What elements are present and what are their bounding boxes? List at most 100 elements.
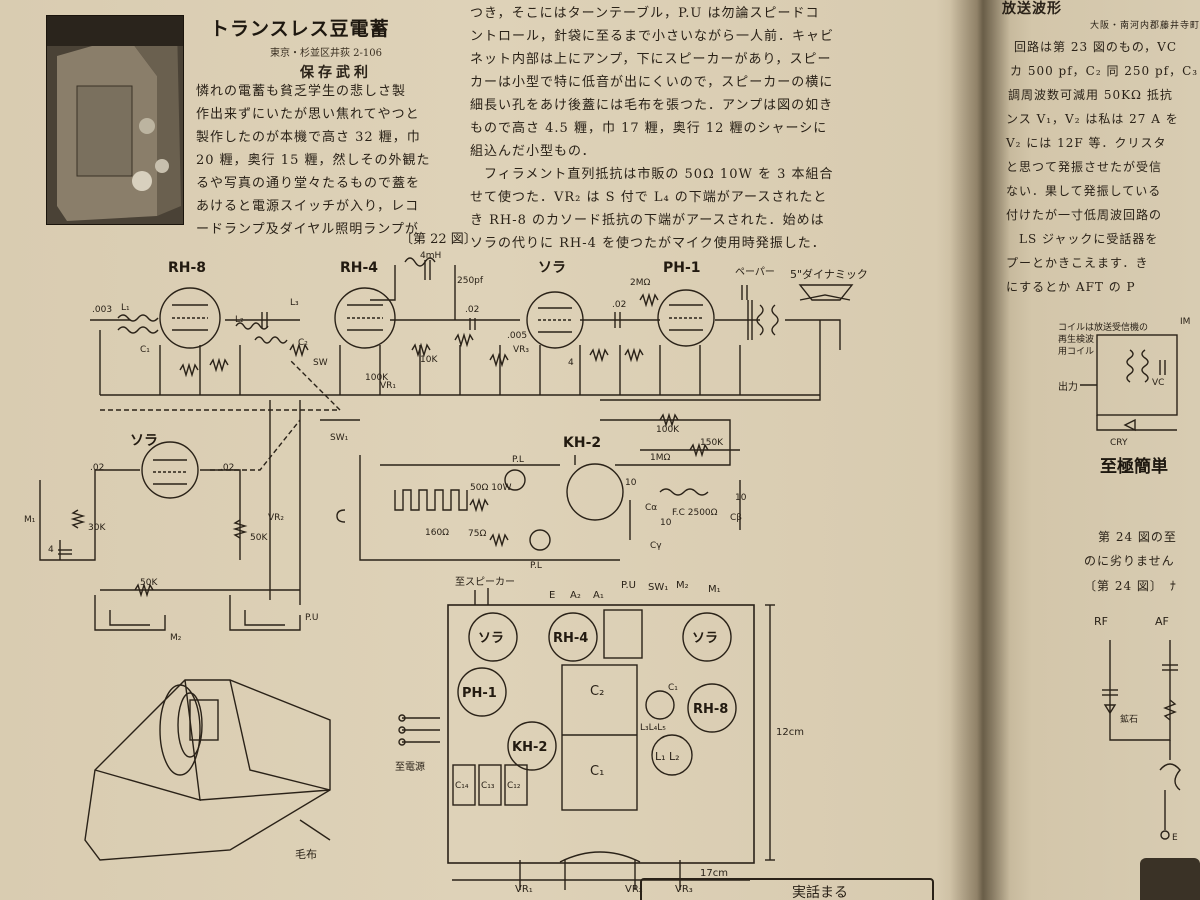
- right-column-line: ネット内部は上にアンプ，下にスピーカーがあり，スピー: [470, 52, 832, 67]
- layout-small-label: C₁: [668, 683, 678, 693]
- layout-height-dim: 12cm: [776, 727, 804, 738]
- right-page-line: LS ジャックに受話器を: [1006, 232, 1159, 246]
- layout-top-label: SW₁: [648, 582, 668, 593]
- right-column-line: ソラの代りに RH-4 を使つたがマイク使用時発振した．: [470, 236, 826, 251]
- coil-note: コイルは放送受信機の: [1058, 321, 1148, 333]
- bottom-banner: 実話まる: [640, 878, 934, 900]
- component-label: SW₁: [330, 433, 349, 443]
- component-label: L₂: [235, 315, 244, 325]
- tube-label: ソラ: [538, 260, 566, 276]
- component-label: 150K: [700, 438, 724, 448]
- component-label: 30K: [88, 523, 106, 533]
- fig24-label: E: [1172, 833, 1178, 843]
- right-page-line: 調周波数可減用 50KΩ 抵抗: [1008, 88, 1173, 102]
- author-name: 保存武利: [300, 65, 372, 81]
- right-page-header: 放送波形: [1002, 1, 1062, 17]
- layout-top-label: M₁: [708, 584, 721, 595]
- component-label: M₂: [170, 633, 182, 643]
- right-page-line: ない．果して発振している: [1006, 184, 1162, 198]
- component-label: Cβ: [730, 513, 742, 523]
- layout-bottom-label: VR₁: [515, 884, 533, 895]
- fig24-label: RF: [1094, 615, 1108, 628]
- coil-note: 用コイル: [1058, 346, 1094, 357]
- fig24-label: AF: [1155, 615, 1169, 628]
- component-label: 100K: [656, 425, 680, 435]
- layout-bottom-label: VR₃: [675, 884, 693, 895]
- component-label: M₁: [24, 515, 36, 525]
- tube-label: PH-1: [663, 260, 701, 276]
- component-label: 50K: [250, 533, 268, 543]
- fig24-label: 鉱石: [1120, 713, 1138, 725]
- component-label: C₁: [140, 345, 150, 355]
- figure-22-label: 〔第 22 図〕: [400, 232, 477, 247]
- component-label: 4: [568, 358, 574, 368]
- component-label: P.L: [530, 561, 542, 571]
- layout-top-label: A₂: [570, 590, 581, 601]
- right-page-subhead: 大阪・南河内郡藤井寺町: [1090, 21, 1200, 31]
- layout-top-label: P.U: [621, 580, 636, 591]
- right-page-line: ンス V₁，V₂ は私は 27 A を: [1006, 112, 1179, 126]
- component-label: F.C 2500Ω: [672, 508, 718, 518]
- layout-tube: ソラ: [478, 631, 504, 646]
- right-page-line2: 第 24 図の至: [1098, 530, 1177, 544]
- right-column-line: つき，そこにはターンテーブル，P.U は勿論スピードコ: [470, 6, 820, 21]
- coil-label: 出力: [1058, 380, 1078, 393]
- layout-top-label: M₂: [676, 580, 689, 591]
- left-column-line: ードランプ及ダイヤル照明ランプが: [196, 222, 419, 237]
- component-label: ペーパー: [735, 266, 775, 278]
- tube-label: ソラ: [130, 433, 158, 449]
- left-column-line: 憐れの電蓄も貧乏学生の悲しさ製: [196, 84, 407, 99]
- layout-box: C₂: [590, 684, 604, 699]
- component-label: .02: [220, 463, 234, 473]
- layout-small-label: C₁₃: [481, 781, 495, 791]
- left-column-line: 20 糎，奥行 15 糎，然しその外観た: [196, 153, 431, 168]
- coil-note: 再生検波: [1058, 333, 1094, 345]
- component-label: 2MΩ: [630, 278, 650, 288]
- component-label: Cα: [645, 503, 657, 513]
- component-label: 75Ω: [468, 529, 486, 539]
- component-label: 50Ω 10W: [470, 483, 512, 493]
- left-column-line: 製作したのが本機で高さ 32 糎，巾: [196, 130, 421, 145]
- layout-small-label: C₁₂: [507, 781, 521, 791]
- layout-tube: ソラ: [692, 631, 718, 646]
- layout-bottom-label: VR₂: [625, 884, 643, 895]
- layout-small-label: L₃L₄L₅: [640, 723, 666, 733]
- layout-tube: RH-4: [553, 631, 588, 646]
- layout-tube: RH-8: [693, 702, 728, 717]
- component-label: 4mH: [420, 251, 441, 261]
- page-gutter: [950, 0, 1010, 900]
- layout-top-label: A₁: [593, 590, 604, 601]
- component-label: VR₂: [268, 513, 284, 523]
- component-label: Cγ: [650, 541, 662, 551]
- right-page-line: 付けたが一寸低周波回路の: [1006, 208, 1163, 222]
- coil-label: CRY: [1110, 438, 1128, 448]
- right-column-line: ントロール，針袋に至るまで小さいながら一人前．キャビ: [470, 29, 835, 44]
- layout-tube: PH-1: [462, 686, 497, 701]
- corner-stamp: [1140, 858, 1200, 900]
- component-label: 160Ω: [425, 528, 449, 538]
- component-label: 5"ダイナミック: [790, 267, 868, 281]
- coil-label: VC: [1152, 378, 1164, 388]
- layout-box: C₁: [590, 764, 604, 779]
- component-label: C₂: [298, 338, 308, 348]
- coil-label: IM: [1180, 317, 1190, 327]
- right-page-line2: 〔第 24 図〕 ﾅ: [1084, 579, 1177, 593]
- component-label: VR₃: [513, 345, 529, 355]
- tube-label: RH-4: [340, 260, 378, 276]
- component-label: L₁: [121, 303, 130, 313]
- author-address: 東京・杉並区井荻 2-106: [270, 48, 383, 59]
- component-label: 10: [660, 518, 672, 528]
- component-label: 10: [625, 478, 637, 488]
- right-column-line: 細長い孔をあけ後蓋には毛布を張つた．アンプは図の如き: [470, 98, 834, 113]
- component-label: .02: [90, 463, 104, 473]
- component-label: 50K: [140, 578, 158, 588]
- left-column-line: るや写真の通り堂々たるもので蓋を: [196, 176, 421, 191]
- right-column-line: 組込んだ小型もの．: [470, 144, 596, 159]
- cloth-label: 毛布: [295, 848, 317, 861]
- cabinet-photo: [46, 15, 184, 225]
- right-column-line: せて使つた．VR₂ は S 付で L₄ の下端がアースされたと: [470, 190, 828, 205]
- layout-side-label: 至電源: [395, 760, 425, 773]
- component-label: P.L: [512, 455, 524, 465]
